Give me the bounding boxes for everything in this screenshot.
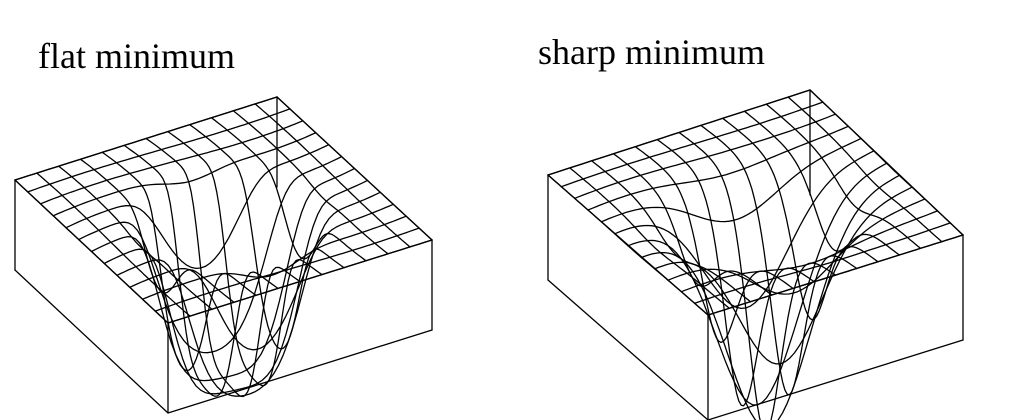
mesh-line-u	[141, 215, 407, 300]
sharp-minimum-surface	[547, 89, 964, 420]
sharp-surface-mesh	[547, 89, 964, 420]
mesh-line-v	[36, 172, 191, 317]
box-bottom-edge	[14, 269, 433, 414]
mesh-line-v	[765, 103, 922, 249]
mesh-line-u	[78, 155, 343, 354]
flat-box-frame	[14, 96, 433, 414]
mesh-line-v	[787, 96, 943, 243]
mesh-line-v	[678, 131, 837, 420]
box-top-front-edge	[14, 179, 433, 324]
mesh-line-v	[189, 124, 345, 350]
mesh-line-u	[667, 198, 926, 295]
mesh-line-v	[722, 117, 879, 321]
mesh-line-u	[694, 222, 951, 304]
flat-minimum-label: flat minimum	[38, 36, 235, 76]
mesh-line-u	[614, 150, 875, 310]
mesh-line-u	[574, 113, 837, 199]
box-bottom-edge	[547, 279, 964, 420]
box-top-front-edge	[547, 174, 964, 316]
mesh-line-u	[167, 239, 433, 324]
sharp-minimum-label: sharp minimum	[538, 32, 765, 72]
mesh-line-v	[591, 160, 752, 303]
mesh-line-v	[254, 103, 411, 248]
mesh-line-u	[154, 227, 420, 312]
mesh-line-v	[612, 153, 773, 296]
flat-minimum-surface	[14, 96, 433, 414]
mesh-line-v	[276, 96, 433, 241]
mesh-line-u	[707, 234, 964, 316]
mesh-line-u	[65, 144, 330, 270]
mesh-line-v	[232, 110, 389, 255]
mesh-line-v	[809, 89, 964, 236]
mesh-line-v	[743, 110, 900, 256]
mesh-line-u	[90, 167, 356, 382]
flat-surface-mesh	[14, 96, 433, 398]
mesh-line-u	[560, 101, 824, 188]
